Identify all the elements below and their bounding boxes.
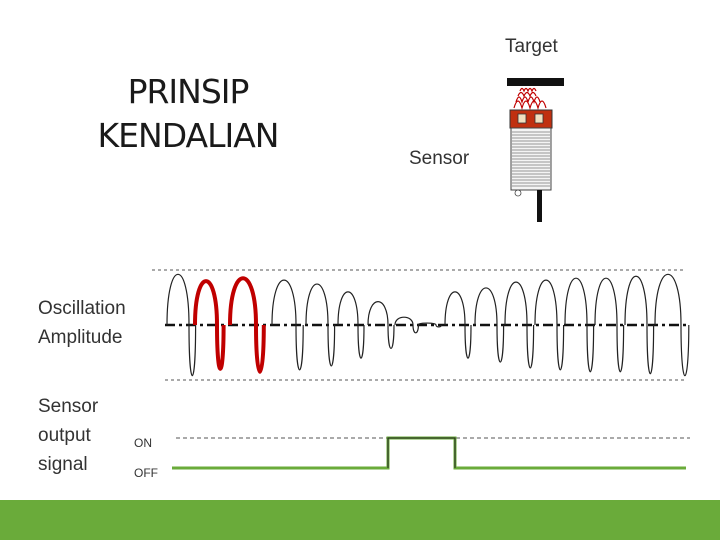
title-line-2: KENDALIAN	[97, 116, 280, 155]
target-label: Target	[505, 36, 558, 57]
wave-cycle-highlighted	[193, 279, 226, 371]
oscillation-label-line-1: Oscillation	[38, 298, 126, 319]
target-plate	[507, 78, 564, 86]
wave-cycle	[271, 279, 304, 371]
wave-cycle	[504, 281, 535, 369]
title-line-1: PRINSIP	[127, 72, 250, 111]
output-signal-section	[172, 436, 690, 470]
sensor-head	[509, 109, 553, 129]
wave-cycle	[367, 301, 395, 349]
wave-cycle-highlighted	[228, 276, 266, 374]
wave-cycle	[594, 277, 625, 373]
bottom-accent-bar	[0, 500, 720, 540]
wave-cycle	[564, 277, 595, 373]
sensor-indicator	[514, 189, 522, 197]
output-label-line-3: signal	[38, 454, 88, 475]
oscillation-label-line-2: Amplitude	[38, 327, 123, 348]
sensor-cable	[537, 190, 542, 222]
wave-cycle	[417, 322, 442, 328]
wave-cycle	[444, 291, 472, 359]
wave-cycle	[166, 273, 197, 377]
sensor-output-label: Sensor output signal	[38, 392, 98, 479]
sensor-label: Sensor	[409, 148, 470, 169]
slide-title: PRINSIP KENDALIAN	[78, 70, 298, 158]
on-label: ON	[134, 436, 152, 450]
output-pulse-outline	[387, 437, 456, 468]
wave-cycle	[474, 287, 505, 363]
output-label-line-1: Sensor	[38, 396, 99, 417]
output-signal-trace	[172, 436, 686, 470]
wave-cycle	[534, 279, 565, 371]
oscillation-wave	[166, 273, 690, 377]
wave-cycle	[337, 291, 365, 359]
wave-cycle	[305, 283, 336, 367]
wave-cycle	[654, 273, 690, 377]
wave-cycle	[624, 275, 655, 375]
output-label-line-2: output	[38, 425, 91, 446]
oscillation-section	[152, 269, 690, 381]
wave-cycle	[394, 316, 419, 334]
sensor-illustration	[507, 78, 564, 222]
magnetic-field-icon	[513, 87, 547, 111]
oscillation-amplitude-label: Oscillation Amplitude	[38, 294, 126, 352]
off-label: OFF	[134, 466, 158, 480]
